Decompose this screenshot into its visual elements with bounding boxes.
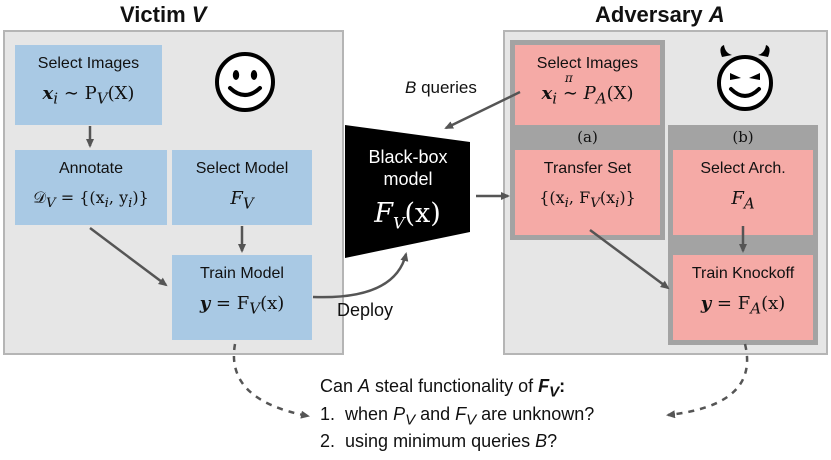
- train-model-label: Train Model: [200, 265, 284, 282]
- adversary-select-images-box: Select Images xi ∼π PA(X): [515, 45, 660, 125]
- annotate-box: Annotate 𝒟V = {(xi, yi)}: [15, 150, 167, 225]
- train-model-formula: y = FV(x): [199, 293, 285, 318]
- adversary-select-images-label: Select Images: [536, 55, 639, 72]
- arrow-queries: [444, 90, 521, 130]
- dashed-arrow-adversary-question: [666, 343, 749, 419]
- transfer-set-label: Transfer Set: [543, 160, 632, 177]
- select-arch-box: Select Arch. FA: [673, 150, 813, 235]
- annotate-label: Annotate: [58, 160, 124, 177]
- select-arch-label: Select Arch.: [700, 160, 786, 177]
- devil-face-icon: [717, 45, 773, 111]
- arrow-transfer-to-knockoff: [589, 228, 670, 290]
- train-model-box: Train Model y = FV(x): [172, 255, 312, 340]
- tag-a: (a): [577, 128, 598, 146]
- arrow-annotate-to-train: [89, 227, 168, 287]
- victim-select-images-box: Select Images xi ∼ PV(X): [15, 45, 162, 125]
- transfer-set-formula: {(xi, FV(xi)}: [539, 188, 636, 212]
- train-knockoff-box: Train Knockoff y = FA(x): [673, 255, 813, 340]
- blackbox-label: Black-box model: [368, 147, 448, 189]
- question-item-2: 2. using minimum queries B?: [320, 431, 558, 451]
- arrow-deploy: [312, 252, 409, 299]
- smiley-face-icon: [215, 52, 275, 112]
- blackbox-formula: FV(x): [374, 198, 441, 233]
- select-model-label: Select Model: [195, 160, 289, 177]
- blackbox-model-shape: [345, 125, 470, 258]
- question-intro: Can A steal functionality of FV:: [320, 376, 566, 401]
- annotate-formula: 𝒟V = {(xi, yi)}: [33, 188, 149, 212]
- select-arch-formula: FA: [731, 188, 755, 213]
- transfer-set-box: Transfer Set {(xi, FV(xi)}: [515, 150, 660, 235]
- adversary-title: Adversary A: [595, 2, 725, 27]
- adversary-select-images-formula: xi ∼π PA(X): [541, 71, 634, 108]
- victim-select-images-formula: xi ∼ PV(X): [42, 83, 135, 108]
- deploy-label: Deploy: [337, 300, 394, 320]
- tag-b: (b): [732, 128, 754, 146]
- select-model-box: Select Model FV: [172, 150, 312, 225]
- question-item-1: 1. when PV and FV are unknown?: [320, 404, 595, 429]
- b-queries-label: B queries: [405, 78, 477, 97]
- train-knockoff-formula: y = FA(x): [700, 293, 786, 318]
- victim-select-images-label: Select Images: [37, 55, 140, 72]
- select-model-formula: FV: [230, 188, 254, 213]
- train-knockoff-label: Train Knockoff: [691, 265, 795, 282]
- victim-title: Victim V: [120, 2, 207, 27]
- dashed-arrow-victim-question: [232, 343, 310, 419]
